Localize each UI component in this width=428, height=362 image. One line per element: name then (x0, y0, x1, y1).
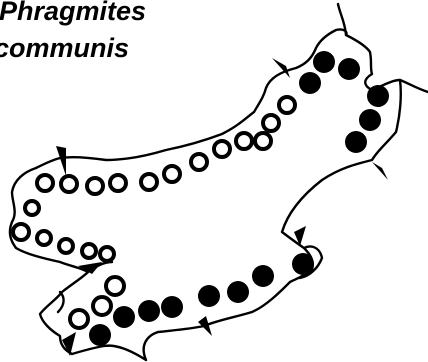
hollow-cell (279, 97, 295, 113)
filled-cell (252, 265, 274, 287)
arrowhead-left (56, 146, 66, 176)
hollow-cell (110, 175, 126, 191)
species-name-epithet: communis (0, 33, 129, 63)
hollow-cell (106, 277, 124, 295)
hollow-cell (70, 310, 88, 328)
hollow-cell (61, 176, 77, 192)
filled-cell (338, 58, 360, 80)
hollow-cell (25, 201, 39, 215)
hollow-cell (255, 133, 271, 149)
hollow-cell (87, 178, 103, 194)
filled-cell (299, 72, 321, 94)
hollow-cell (82, 244, 96, 258)
filled-cell (345, 131, 367, 153)
hollow-cell (100, 247, 114, 261)
filled-cell (198, 285, 220, 307)
arrowhead-lower-left (78, 262, 102, 274)
arrowhead-right (372, 162, 388, 180)
arrowhead-top (272, 58, 290, 78)
hollow-cell (263, 115, 279, 131)
hollow-cell (214, 141, 230, 157)
hollow-cell (236, 133, 252, 149)
hollow-cell (191, 154, 207, 170)
filled-cell (227, 281, 249, 303)
outline-tail-right (400, 80, 428, 92)
filled-cell (161, 296, 183, 318)
filled-cell (292, 253, 314, 275)
filled-cell (89, 324, 111, 346)
species-name-genus: Phragmites (0, 0, 146, 26)
hollow-cell (37, 231, 51, 245)
hollow-cell (13, 224, 29, 240)
filled-cell (313, 51, 335, 73)
filled-cell (359, 109, 381, 131)
hollow-cell (59, 239, 73, 253)
hollow-cell (93, 297, 111, 315)
hollow-cell (141, 174, 157, 190)
filled-cell (138, 300, 160, 322)
filled-cell (113, 306, 135, 328)
hollow-cell (164, 166, 180, 182)
filled-cell (367, 85, 389, 107)
hollow-cell (37, 175, 53, 191)
cell-markers (13, 51, 389, 346)
